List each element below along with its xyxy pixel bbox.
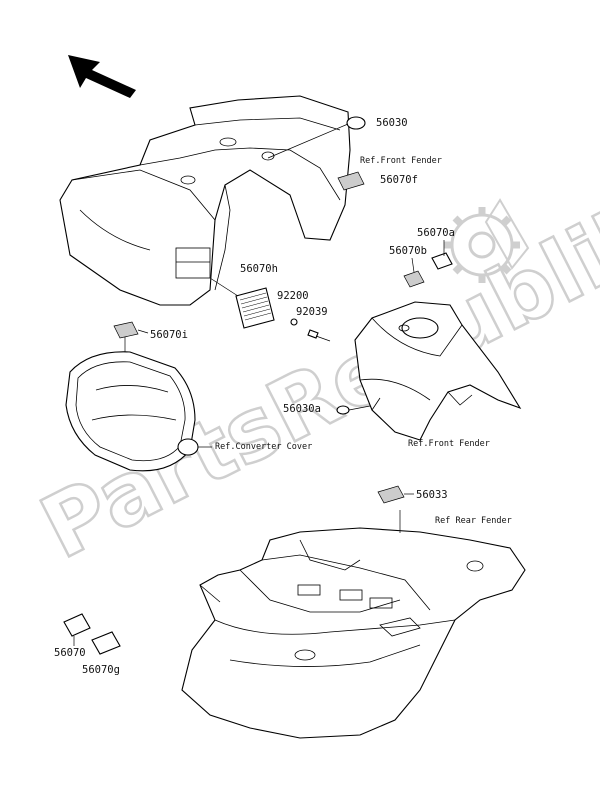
part-labels: 56030 Ref.Front Fender 56070f 56070a 560… bbox=[54, 117, 512, 676]
label-ref-front-fender-top: Ref.Front Fender bbox=[360, 156, 442, 166]
label-56070g: 56070g bbox=[82, 664, 120, 676]
label-ref-front-fender-right: Ref.Front Fender bbox=[408, 439, 490, 449]
label-ref-converter-cover: Ref.Converter Cover bbox=[215, 442, 312, 452]
converter-cover-part bbox=[65, 337, 199, 472]
front-fender-right-part bbox=[354, 301, 522, 441]
decal-56070b bbox=[403, 270, 425, 288]
label-56070a: 56070a bbox=[417, 227, 455, 239]
label-56030a: 56030a bbox=[283, 403, 321, 415]
bolt-92039 bbox=[290, 318, 331, 342]
decal-56070 bbox=[63, 613, 91, 637]
decal-56030a bbox=[336, 405, 350, 415]
label-56070: 56070 bbox=[54, 647, 86, 659]
label-92039: 92039 bbox=[296, 306, 328, 318]
label-ref-rear-fender: Ref Rear Fender bbox=[435, 516, 512, 526]
decal-56070h bbox=[235, 287, 275, 329]
rear-fender-part bbox=[181, 510, 526, 739]
decal-56070g bbox=[91, 631, 121, 655]
label-56030: 56030 bbox=[376, 117, 408, 129]
label-56070i: 56070i bbox=[150, 329, 188, 341]
front-fender-part bbox=[59, 95, 351, 306]
decal-56033 bbox=[377, 485, 405, 504]
label-56033: 56033 bbox=[416, 489, 448, 501]
label-56070h: 56070h bbox=[240, 263, 278, 275]
gear-icon bbox=[444, 207, 520, 283]
decal-56030 bbox=[346, 116, 366, 130]
decal-56070f bbox=[337, 171, 365, 191]
label-56070f: 56070f bbox=[380, 174, 418, 186]
arrow-up-left-icon bbox=[68, 55, 136, 98]
label-92200: 92200 bbox=[277, 290, 309, 302]
decal-56070a bbox=[431, 252, 453, 270]
label-56070b: 56070b bbox=[389, 245, 427, 257]
decal-56070i bbox=[113, 321, 139, 339]
